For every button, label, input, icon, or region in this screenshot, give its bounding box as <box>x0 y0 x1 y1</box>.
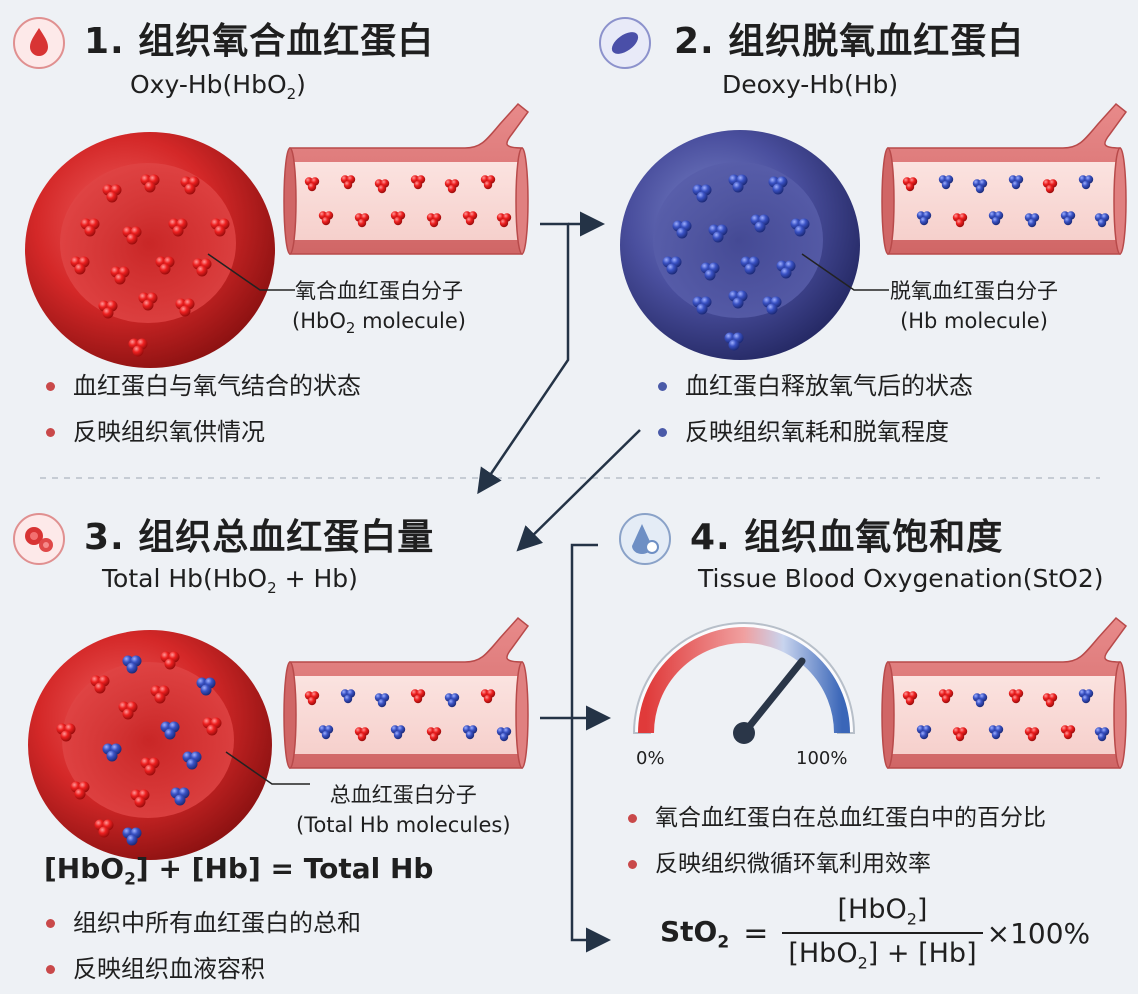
section-4-subtitle: Tissue Blood Oxygenation(StO2) <box>698 564 1104 593</box>
oxy-callout: 氧合血红蛋白分子 (HbO2 molecule) <box>292 279 466 338</box>
section-2-subtitle: Deoxy-Hb(Hb) <box>722 70 899 99</box>
total-bullet-list: 组织中所有血红蛋白的总和 反映组织血液容积 <box>46 900 361 992</box>
total-hb-formula: [HbO2] + [Hb] = Total Hb <box>44 852 434 890</box>
gauge-min-label: 0% <box>636 748 665 769</box>
oxy-bullet-list: 血红蛋白与氧气结合的状态 反映组织氧供情况 <box>46 363 361 455</box>
sto2-fraction: [HbO2] [HbO2] + [Hb] <box>782 894 983 973</box>
section-2-title: 2. 组织脱氧血红蛋白 <box>674 21 1025 62</box>
sto2-numerator: [HbO2] <box>837 894 928 929</box>
blood-cells-icon <box>13 513 65 565</box>
section-1-subtitle: Oxy-Hb(HbO2) <box>130 70 306 103</box>
oxy-callout-line <box>207 253 295 291</box>
deoxy-callout: 脱氧血红蛋白分子 (Hb molecule) <box>890 279 1058 333</box>
list-item: 组织中所有血红蛋白的总和 <box>46 900 361 946</box>
oxy-red-blood-cell <box>25 132 275 368</box>
section-1-title: 1. 组织氧合血红蛋白 <box>84 21 435 62</box>
oxygen-drop-icon <box>619 513 671 565</box>
section-3-title: 3. 组织总血红蛋白量 <box>84 517 435 558</box>
section-divider <box>40 477 1100 479</box>
sto2-formula-lhs: StO2 <box>660 914 730 953</box>
deoxy-red-blood-cell <box>620 130 860 360</box>
section-4-title: 4. 组织血氧饱和度 <box>690 517 1004 558</box>
list-item: 反映组织微循环氧利用效率 <box>628 841 1046 887</box>
section-sto2: 4. 组织血氧饱和度 Tissue Blood Oxygenation(StO2… <box>580 480 1138 994</box>
list-item: 血红蛋白释放氧气后的状态 <box>658 363 973 409</box>
list-item: 氧合血红蛋白在总血红蛋白中的百分比 <box>628 795 1046 841</box>
blood-drop-icon <box>13 17 65 69</box>
red-blood-cell-icon <box>599 17 651 69</box>
sto2-multiplier: ×100% <box>986 916 1091 950</box>
section-oxy-hb: 1. 组织氧合血红蛋白 Oxy-Hb(HbO2) 氧合血红蛋白分子 (HbO2 … <box>0 0 560 470</box>
total-callout: 总血红蛋白分子 (Total Hb molecules) <box>296 783 511 837</box>
list-item: 血红蛋白与氧气结合的状态 <box>46 363 361 409</box>
deoxy-bullet-list: 血红蛋白释放氧气后的状态 反映组织氧耗和脱氧程度 <box>658 363 973 455</box>
deoxy-callout-line <box>801 253 889 291</box>
total-red-blood-cell <box>28 630 272 860</box>
sto2-blood-vessel <box>881 617 1127 769</box>
section-deoxy-hb: 2. 组织脱氧血红蛋白 Deoxy-Hb(Hb) 脱氧血红蛋白分子 (Hb mo… <box>580 0 1138 470</box>
gauge-max-label: 100% <box>796 748 848 769</box>
sto2-formula: StO2 = [HbO2] [HbO2] + [Hb] ×100% <box>660 894 1091 973</box>
sto2-bullet-list: 氧合血红蛋白在总血红蛋白中的百分比 反映组织微循环氧利用效率 <box>628 795 1046 887</box>
list-item: 反映组织氧供情况 <box>46 409 361 455</box>
total-callout-line <box>225 751 310 785</box>
section-3-subtitle: Total Hb(HbO2 + Hb) <box>102 564 358 597</box>
section-total-hb: 3. 组织总血红蛋白量 Total Hb(HbO2 + Hb) 总血红蛋白分子 … <box>0 480 560 994</box>
list-item: 反映组织氧耗和脱氧程度 <box>658 409 973 455</box>
list-item: 反映组织血液容积 <box>46 946 361 992</box>
saturation-gauge <box>632 622 856 744</box>
sto2-denominator: [HbO2] + [Hb] <box>788 938 977 973</box>
